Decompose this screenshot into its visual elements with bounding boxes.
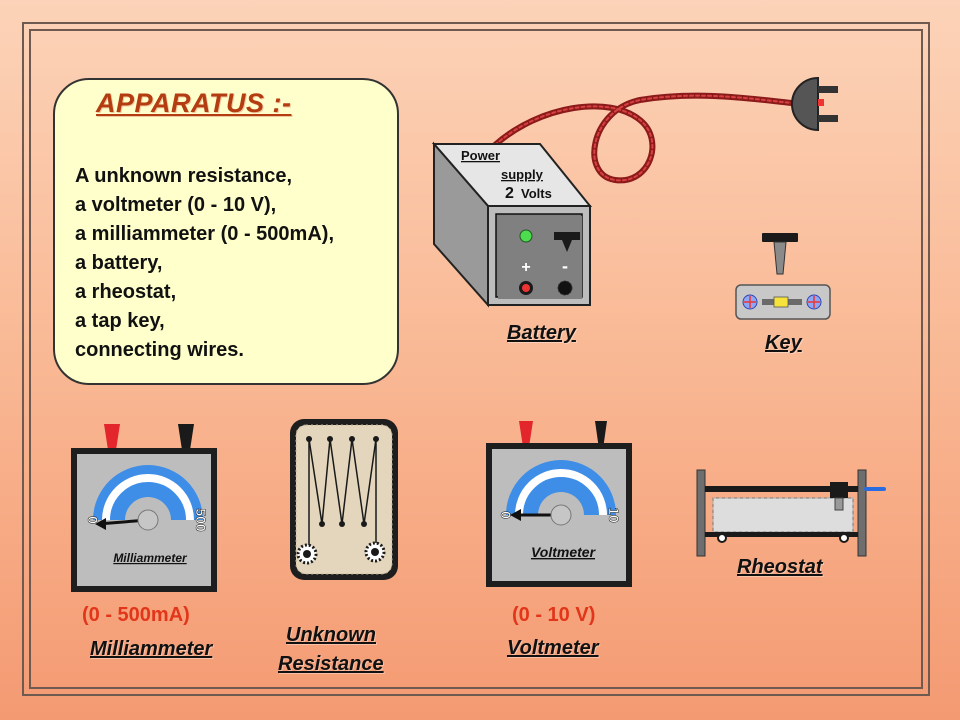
apparatus-item: connecting wires.: [75, 339, 244, 361]
unknown-resistance-label-line1: Unknown: [286, 624, 376, 646]
milliammeter-icon: 0 500 Milliammeter: [71, 424, 217, 592]
panel-volts-unit: Volts: [521, 186, 552, 201]
unknown-resistance-label-line2: Resistance: [278, 653, 384, 675]
apparatus-box: [53, 78, 399, 385]
rheostat-icon: [696, 469, 886, 557]
scale-max: 10: [606, 507, 622, 523]
plug-icon: [791, 76, 838, 132]
resistance-icon: [290, 419, 398, 580]
inner-frame: [29, 29, 923, 689]
plus-sign: +: [521, 259, 530, 276]
scale-min: 0: [498, 511, 514, 519]
battery-box: + - Power supply 2 Volts: [431, 141, 593, 308]
apparatus-item: a milliammeter (0 - 500mA),: [75, 223, 334, 245]
panel-power-text: Power: [461, 148, 500, 163]
voltmeter-range: (0 - 10 V): [512, 604, 596, 626]
apparatus-item: a battery,: [75, 252, 163, 274]
milliammeter-range: (0 - 500mA): [82, 604, 190, 626]
apparatus-list: A unknown resistance, a voltmeter (0 - 1…: [75, 162, 334, 365]
battery-label: Battery: [507, 322, 576, 344]
scale-max: 500: [193, 508, 209, 532]
dial-label: Voltmeter: [531, 544, 597, 560]
tap-key: [735, 233, 831, 320]
dial-label: Milliammeter: [113, 551, 188, 565]
key-label: Key: [765, 332, 802, 354]
apparatus-item: a tap key,: [75, 310, 165, 332]
milliammeter-label: Milliammeter: [90, 638, 213, 660]
voltmeter-icon: 0 10 Voltmeter: [486, 421, 632, 587]
apparatus-item: a voltmeter (0 - 10 V),: [75, 194, 277, 216]
panel-supply-text: supply: [501, 167, 544, 182]
outer-frame: [22, 22, 930, 696]
apparatus-item: A unknown resistance,: [75, 165, 293, 187]
apparatus-heading: APPARATUS :-: [96, 88, 292, 118]
apparatus-item: a rheostat,: [75, 281, 177, 303]
panel-volts-number: 2: [505, 185, 514, 202]
voltmeter-label: Voltmeter: [507, 637, 599, 659]
scale-min: 0: [85, 516, 101, 524]
switch-icon: [554, 232, 580, 252]
minus-sign: -: [562, 256, 568, 276]
rheostat-label: Rheostat: [737, 556, 823, 578]
